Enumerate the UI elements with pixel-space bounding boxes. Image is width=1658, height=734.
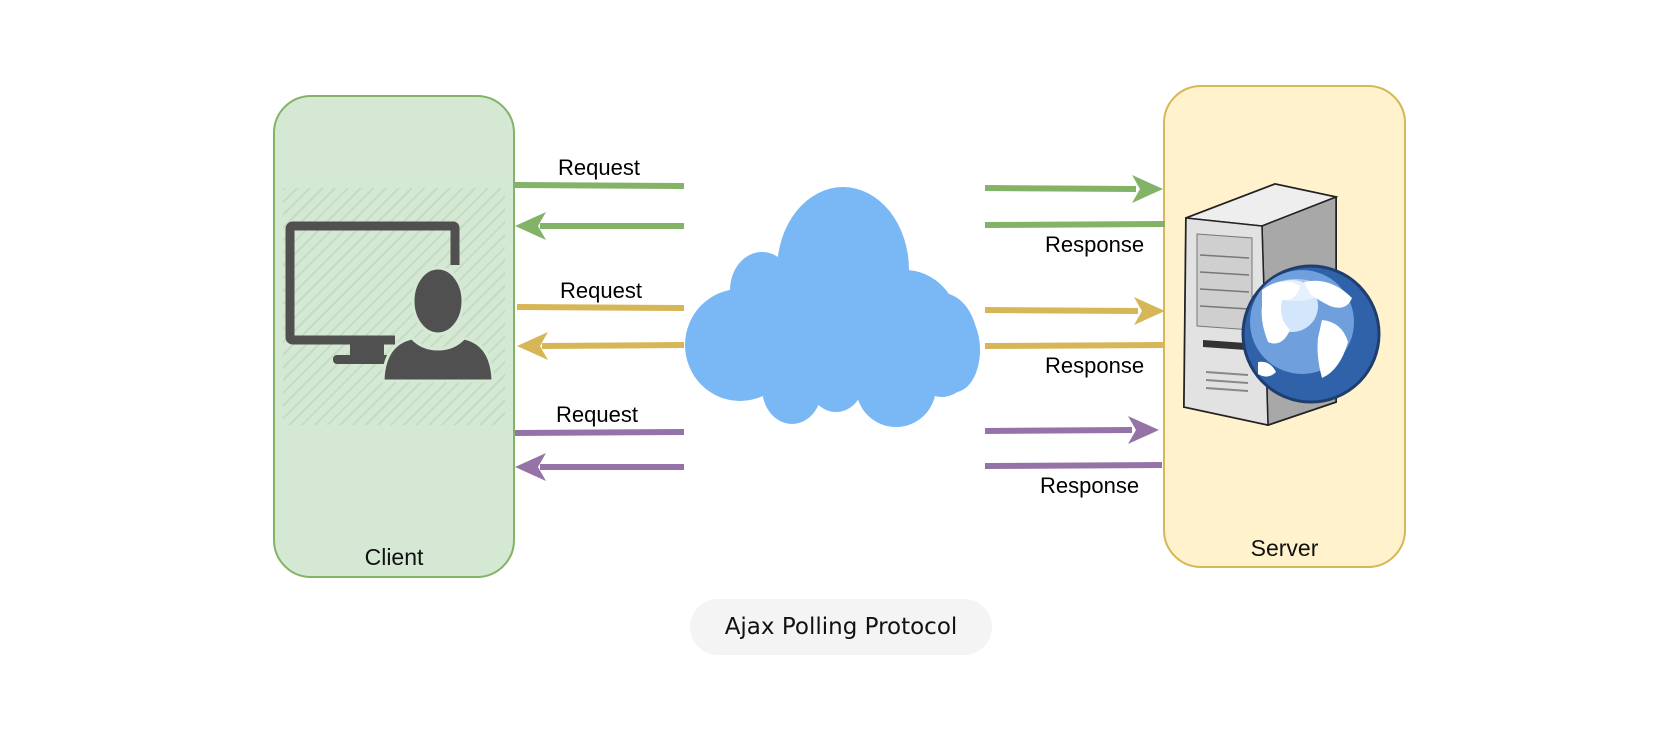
reply-line-2 [541,342,685,349]
forward-line-2 [984,307,1139,314]
request-label-2: Request [560,278,642,303]
request-line-3 [514,429,685,436]
client-label: Client [364,544,424,570]
reply-arrowhead-2 [517,332,548,360]
forward-line-1 [984,185,1137,192]
request-label-3: Request [556,402,638,427]
arrows [514,175,1166,481]
forward-arrowhead-3 [1128,416,1159,444]
server-label: Server [1250,535,1319,561]
forward-line-3 [984,427,1133,434]
request-line-2 [516,304,685,311]
request-label-1: Request [558,155,640,180]
forward-arrowhead-1 [1132,175,1163,203]
cloud-icon [685,187,980,427]
forward-arrowhead-2 [1134,297,1165,325]
response-line-2 [984,342,1166,349]
response-label-2: Response [1045,353,1145,378]
globe-icon [1241,264,1381,404]
response-label-3: Response [1040,473,1140,498]
reply-arrowhead-3 [515,453,546,481]
diagram-caption: Ajax Polling Protocol [690,599,992,655]
response-label-1: Response [1045,232,1145,257]
user-at-computer-icon [285,221,495,383]
response-line-1 [984,221,1166,228]
response-line-3 [984,462,1163,469]
reply-arrowhead-1 [515,212,546,240]
request-line-1 [514,182,685,189]
